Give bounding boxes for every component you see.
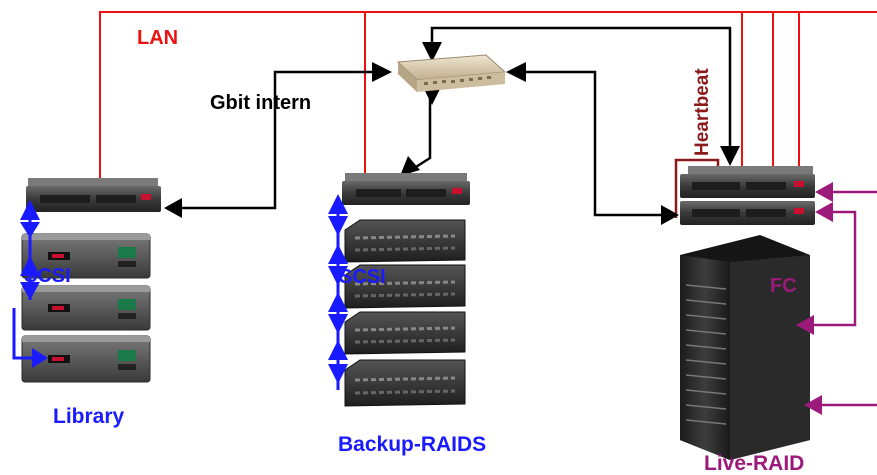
storage-cabinet-icon <box>680 235 810 460</box>
library-label: Library <box>53 405 125 428</box>
lan-label: LAN <box>137 27 178 49</box>
network-switch-icon <box>396 54 507 92</box>
scsi-arrowheads-backup <box>328 194 348 384</box>
heartbeat-label: Heartbeat <box>692 68 713 156</box>
gbit-library-link <box>178 70 382 210</box>
backup-raid-stack <box>344 219 466 407</box>
live-server-1 <box>680 166 815 198</box>
lan-lines <box>99 11 877 178</box>
scsi-arrowheads-library <box>20 200 48 368</box>
scsi-label-library: SCSI <box>24 265 71 287</box>
raid-enclosure-icon <box>344 311 466 355</box>
raid-enclosure-icon <box>344 359 466 407</box>
scsi-label-backup: SCSI <box>339 266 386 288</box>
fc-arrowheads <box>796 182 833 415</box>
tape-library-stack <box>21 233 151 383</box>
tape-library-unit-icon <box>21 233 151 279</box>
live-raid-label: Live-RAID <box>704 452 804 475</box>
raid-enclosure-icon <box>344 264 466 309</box>
gbit-label: Gbit intern <box>210 92 311 114</box>
fc-lines <box>810 190 877 407</box>
tape-library-unit-icon <box>21 285 151 331</box>
live-server-2 <box>680 201 815 225</box>
gbit-heartbeat-top <box>430 26 732 150</box>
library-server <box>26 178 161 212</box>
backup-raids-label: Backup-RAIDS <box>338 433 486 456</box>
tape-library-unit-icon <box>21 335 151 383</box>
gbit-switch-backup <box>407 90 432 174</box>
fc-label: FC <box>770 275 797 297</box>
lan-line-library <box>99 11 877 178</box>
raid-enclosure-icon <box>344 219 466 263</box>
backup-server <box>342 173 470 205</box>
gbit-switch-live <box>518 70 665 217</box>
